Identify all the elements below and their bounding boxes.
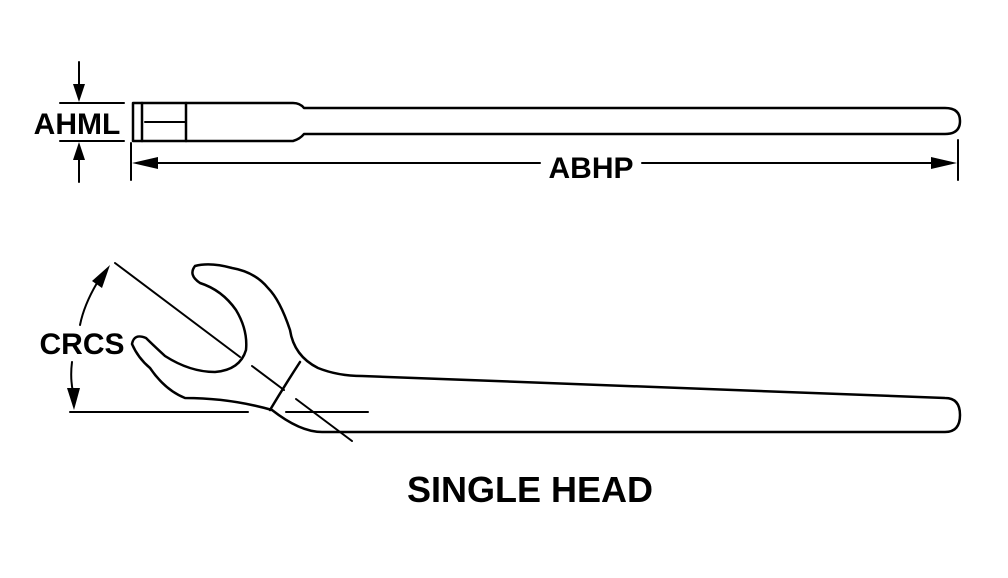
length-label: ABHP	[548, 152, 633, 185]
plan-view: CRCS	[39, 262, 962, 442]
angle-arc	[79, 282, 98, 326]
length-dimension: ABHP	[130, 139, 959, 185]
angle-arc	[70, 361, 74, 393]
wrench-outline	[130, 263, 962, 434]
arrowhead	[73, 84, 85, 102]
arrowhead	[92, 265, 110, 288]
arrowhead	[73, 142, 85, 160]
side-view-outline	[131, 101, 962, 143]
arrowhead	[931, 157, 957, 169]
jaw-centerline	[114, 262, 241, 358]
caption: SINGLE HEAD	[407, 469, 653, 510]
side-view: AHML ABHP	[34, 61, 962, 185]
collar-line	[268, 360, 302, 412]
angle-dimension: CRCS	[39, 265, 125, 410]
thickness-label: AHML	[34, 108, 121, 141]
angle-label: CRCS	[39, 328, 124, 361]
arrowhead	[132, 157, 158, 169]
arrowhead	[67, 388, 80, 410]
jaw-centerline	[251, 365, 285, 391]
jaw-centerline	[295, 398, 353, 442]
thickness-dimension: AHML	[34, 61, 125, 183]
